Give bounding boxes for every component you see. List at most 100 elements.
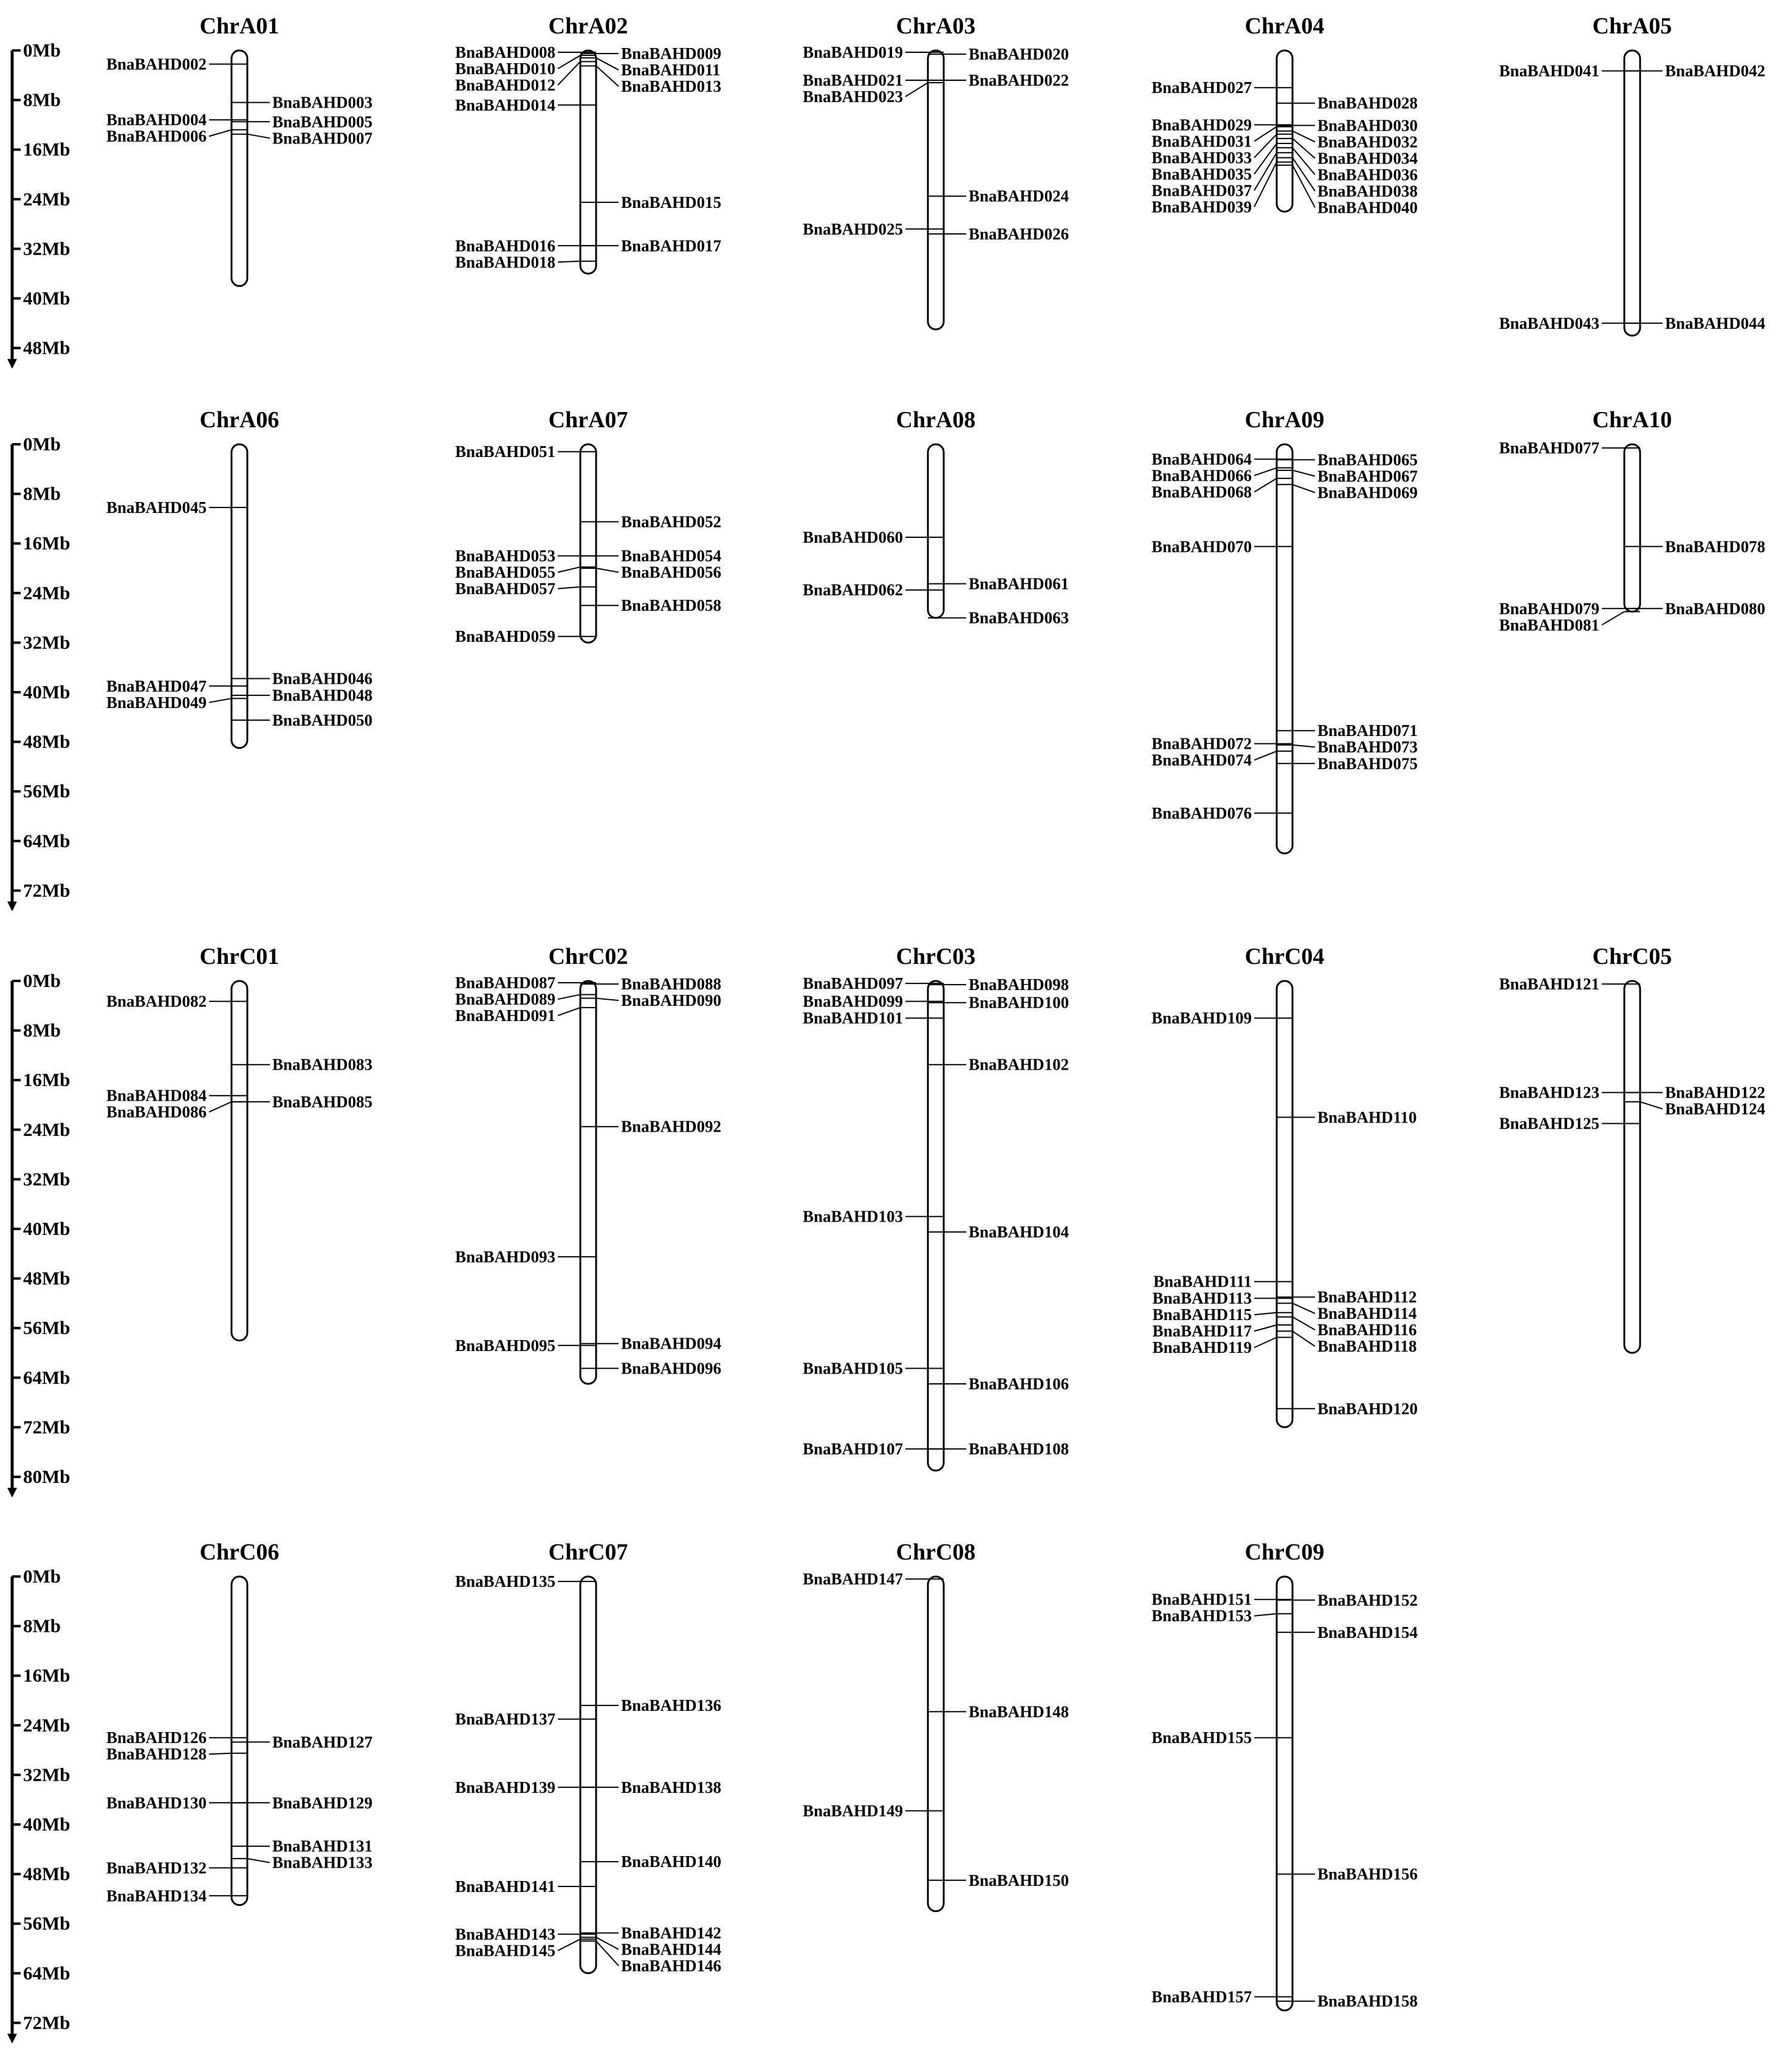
scale-tick-label: 72Mb [23,879,70,901]
chromosome-ChrA04: ChrA04BnaBAHD027BnaBAHD029BnaBAHD031BnaB… [1152,13,1418,216]
gene-marker-BnaBAHD146: BnaBAHD146 [580,1940,721,1975]
gene-label: BnaBAHD125 [1499,1115,1599,1133]
gene-leader-line [596,65,619,87]
gene-label: BnaBAHD018 [455,253,555,271]
gene-label: BnaBAHD158 [1317,1992,1418,2010]
gene-leader-line [596,568,619,573]
chromosome-bar [927,1575,945,1913]
gene-marker-BnaBAHD070: BnaBAHD070 [1152,537,1293,555]
gene-leader-line [1292,484,1316,493]
gene-marker-BnaBAHD157: BnaBAHD157 [1152,1988,1293,2006]
gene-marker-BnaBAHD130: BnaBAHD130 [106,1793,247,1812]
gene-marker-BnaBAHD108: BnaBAHD108 [928,1440,1069,1458]
gene-label: BnaBAHD008 [455,43,555,61]
chromosome-ChrA05: ChrA05BnaBAHD041BnaBAHD043BnaBAHD042BnaB… [1499,13,1765,337]
gene-marker-BnaBAHD114: BnaBAHD114 [1277,1302,1417,1322]
scale-tick-label: 64Mb [23,830,70,851]
scale-tick-label: 16Mb [23,1665,70,1686]
gene-leader-line [247,133,270,139]
gene-marker-BnaBAHD059: BnaBAHD059 [455,627,596,645]
gene-marker-BnaBAHD144: BnaBAHD144 [580,1936,721,1959]
gene-marker-BnaBAHD119: BnaBAHD119 [1152,1336,1293,1357]
gene-leader-line [1254,750,1277,761]
gene-label: BnaBAHD139 [455,1778,555,1797]
gene-marker-BnaBAHD139: BnaBAHD139 [455,1778,596,1797]
gene-label: BnaBAHD003 [272,94,372,112]
chromosome-ChrC07: ChrC07BnaBAHD135BnaBAHD137BnaBAHD139BnaB… [455,1539,721,1975]
gene-marker-BnaBAHD132: BnaBAHD132 [106,1859,247,1877]
gene-label: BnaBAHD049 [106,693,207,712]
scale-tick-label: 40Mb [23,681,70,703]
gene-marker-BnaBAHD008: BnaBAHD008 [455,43,596,61]
gene-label: BnaBAHD127 [272,1733,372,1751]
chromosome-title: ChrA08 [896,407,976,433]
chromosome-title: ChrC01 [200,944,280,969]
gene-label: BnaBAHD121 [1499,975,1599,993]
gene-label: BnaBAHD086 [106,1103,207,1121]
scale-tick-label: 72Mb [23,1416,70,1437]
gene-marker-BnaBAHD086: BnaBAHD086 [106,1101,247,1121]
gene-marker-BnaBAHD004: BnaBAHD004 [106,111,247,129]
gene-label: BnaBAHD116 [1317,1321,1417,1339]
scale-axis: 0Mb8Mb16Mb24Mb32Mb40Mb48Mb56Mb64Mb72Mb80… [7,970,70,1498]
gene-marker-BnaBAHD138: BnaBAHD138 [580,1778,721,1797]
gene-label: BnaBAHD115 [1152,1305,1252,1324]
gene-marker-BnaBAHD037: BnaBAHD037 [1152,152,1293,199]
gene-marker-BnaBAHD074: BnaBAHD074 [1152,750,1293,769]
gene-leader-line [596,57,619,70]
gene-marker-BnaBAHD075: BnaBAHD075 [1277,754,1418,772]
chromosome-title: ChrC06 [200,1539,280,1565]
chromosome-bar [230,1575,249,1907]
scale-tick-label: 24Mb [23,1714,70,1736]
gene-label: BnaBAHD072 [1152,735,1252,753]
gene-label: BnaBAHD078 [1665,537,1765,555]
gene-label: BnaBAHD126 [106,1728,207,1747]
chromosome-bar [1275,1575,1294,2012]
gene-label: BnaBAHD110 [1317,1108,1417,1126]
gene-label: BnaBAHD020 [969,45,1069,63]
gene-label: BnaBAHD026 [969,225,1069,243]
scale-tick-label: 56Mb [23,1913,70,1934]
scale-tick-label: 56Mb [23,780,70,802]
gene-marker-BnaBAHD039: BnaBAHD039 [1152,161,1293,216]
gene-label: BnaBAHD103 [803,1208,903,1226]
gene-marker-BnaBAHD087: BnaBAHD087 [455,974,596,992]
gene-label: BnaBAHD148 [969,1702,1069,1721]
gene-label: BnaBAHD154 [1317,1623,1418,1642]
gene-marker-BnaBAHD099: BnaBAHD099 [803,992,944,1011]
gene-leader-line [1292,1330,1316,1347]
gene-marker-BnaBAHD155: BnaBAHD155 [1152,1728,1293,1747]
gene-leader-line [1254,467,1277,476]
gene-marker-BnaBAHD013: BnaBAHD013 [580,65,721,95]
scale-tick-label: 24Mb [23,582,70,604]
gene-label: BnaBAHD091 [455,1006,555,1025]
scale-arrow-icon [7,1488,17,1498]
chromosome-ChrA03: ChrA03BnaBAHD019BnaBAHD021BnaBAHD023BnaB… [803,13,1069,331]
gene-leader-line [1292,1316,1316,1331]
gene-marker-BnaBAHD148: BnaBAHD148 [928,1702,1069,1721]
gene-label: BnaBAHD043 [1499,314,1599,332]
gene-label: BnaBAHD112 [1317,1288,1417,1306]
gene-label: BnaBAHD098 [969,975,1069,994]
gene-label: BnaBAHD044 [1665,314,1765,332]
gene-label: BnaBAHD045 [106,498,207,517]
gene-marker-BnaBAHD154: BnaBAHD154 [1277,1623,1418,1642]
gene-marker-BnaBAHD093: BnaBAHD093 [455,1248,596,1266]
gene-label: BnaBAHD114 [1317,1304,1417,1322]
chromosome-title: ChrC03 [896,944,976,969]
gene-marker-BnaBAHD103: BnaBAHD103 [803,1208,944,1226]
gene-marker-BnaBAHD152: BnaBAHD152 [1277,1591,1418,1609]
gene-label: BnaBAHD011 [621,61,721,79]
gene-label: BnaBAHD055 [455,563,555,582]
chromosome-title: ChrA02 [549,13,628,39]
gene-marker-BnaBAHD104: BnaBAHD104 [928,1223,1069,1241]
chromosome-ChrC03: ChrC03BnaBAHD097BnaBAHD099BnaBAHD101BnaB… [803,944,1069,1472]
gene-label: BnaBAHD090 [621,991,721,1009]
chromosome-bar [579,1575,597,1975]
gene-leader-line [208,698,232,703]
gene-marker-BnaBAHD083: BnaBAHD083 [232,1056,372,1074]
gene-leader-line [1254,143,1277,174]
gene-marker-BnaBAHD102: BnaBAHD102 [928,1056,1069,1074]
gene-marker-BnaBAHD082: BnaBAHD082 [106,992,247,1011]
